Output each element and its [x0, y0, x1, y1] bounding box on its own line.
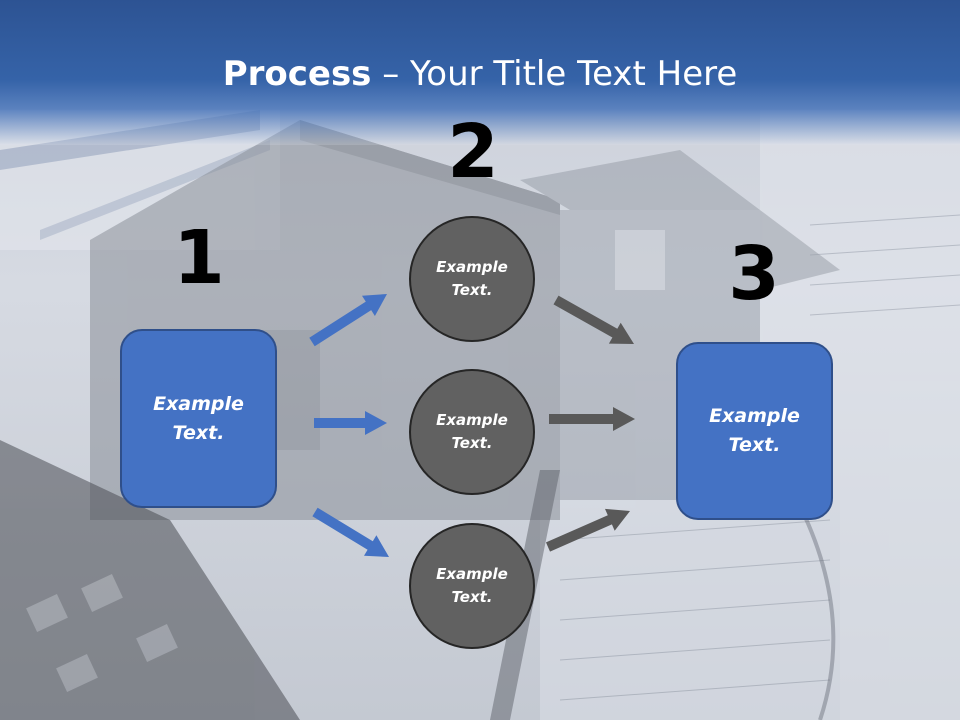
- header-band: [0, 0, 960, 145]
- left-box-line-2: Text.: [172, 421, 225, 444]
- left-box-text: Example Text.: [122, 390, 275, 448]
- right-box-text: Example Text.: [678, 402, 831, 460]
- right-box-line-2: Text.: [728, 434, 781, 456]
- right-box-line-1: Example: [709, 405, 800, 427]
- slide-title-bold: Process: [222, 54, 372, 94]
- circle-center-line-2: Text.: [451, 434, 493, 452]
- circle-top-line-2: Text.: [451, 281, 493, 299]
- slide-title-rest: – Your Title Text Here: [371, 54, 738, 94]
- step-number-1: 1: [173, 215, 225, 301]
- middle-circle-center[interactable]: Example Text.: [409, 369, 535, 495]
- left-box-line-1: Example: [153, 392, 244, 415]
- middle-circle-top[interactable]: Example Text.: [409, 216, 535, 342]
- step-number-3: 3: [728, 231, 780, 317]
- circle-bottom-line-2: Text.: [451, 588, 493, 606]
- right-process-box[interactable]: Example Text.: [676, 342, 833, 520]
- step-number-2: 2: [447, 109, 499, 195]
- circle-top-text: Example Text.: [411, 256, 533, 302]
- middle-circle-bottom[interactable]: Example Text.: [409, 523, 535, 649]
- slide-title[interactable]: Process – Your Title Text Here: [0, 52, 960, 96]
- left-process-box[interactable]: Example Text.: [120, 329, 277, 508]
- circle-bottom-text: Example Text.: [411, 563, 533, 609]
- calculator-decoration: [0, 440, 300, 720]
- circle-center-line-1: Example: [436, 411, 508, 429]
- circle-bottom-line-1: Example: [436, 565, 508, 583]
- circle-top-line-1: Example: [436, 258, 508, 276]
- circle-center-text: Example Text.: [411, 409, 533, 455]
